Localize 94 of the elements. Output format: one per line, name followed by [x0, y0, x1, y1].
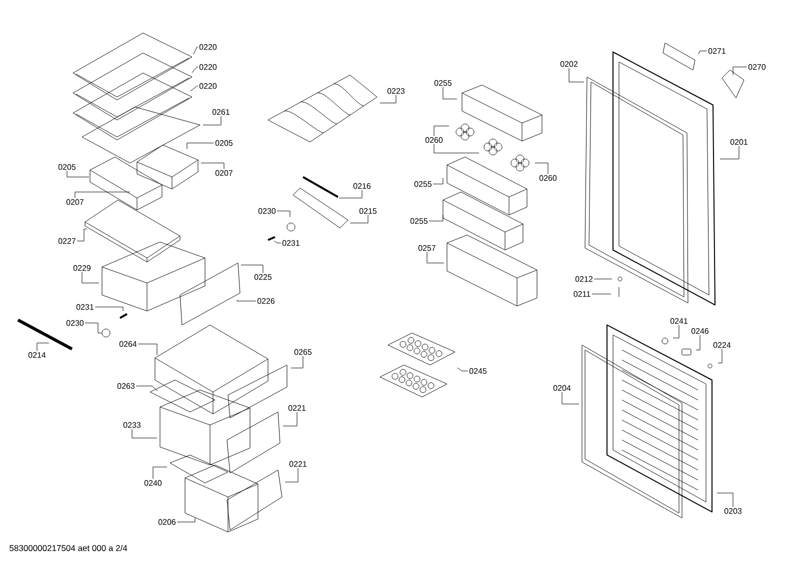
- callout-number: 0230: [66, 320, 84, 326]
- leader-line: [82, 272, 100, 284]
- callout-number: 0216: [353, 183, 371, 189]
- callout-number: 0207: [215, 170, 232, 176]
- callout-number: 0221: [289, 461, 307, 467]
- callout-number: 0224: [713, 342, 731, 348]
- callout-number: 0229: [73, 265, 91, 271]
- callout-number: 0260: [425, 137, 443, 143]
- leader-line: [186, 142, 214, 150]
- callout-number: 0233: [123, 422, 141, 428]
- callout-number: 0226: [257, 298, 275, 304]
- callout-number: 0260: [539, 175, 557, 181]
- leader-line: [457, 368, 468, 372]
- callout-number: 0271: [708, 48, 726, 54]
- leader-line: [76, 228, 88, 242]
- drawing-number: 58300000217504 aet 000 a 2/4: [10, 544, 128, 552]
- leader-line: [192, 66, 198, 73]
- leader-line: [428, 214, 444, 222]
- callout-number: 0241: [670, 318, 688, 324]
- leader-line: [534, 162, 548, 174]
- leader-line: [594, 278, 612, 280]
- callout-number: 0204: [553, 385, 571, 391]
- leader-line: [36, 342, 50, 352]
- callout-number: 0230: [258, 208, 276, 214]
- callout-number: 0212: [575, 276, 592, 282]
- callout-number: 0264: [119, 341, 137, 347]
- callout-number: 0245: [469, 368, 487, 374]
- leader-line: [732, 66, 748, 76]
- leader-line: [568, 68, 584, 82]
- leader-line: [152, 466, 168, 480]
- leader-line: [200, 162, 224, 170]
- leader-line: [282, 412, 298, 426]
- leader-line: [432, 178, 444, 184]
- leader-line: [442, 86, 458, 100]
- leader-line: [274, 240, 282, 244]
- leader-line: [350, 214, 368, 224]
- callout-number: 0211: [574, 291, 590, 297]
- leader-line: [202, 116, 222, 126]
- leader-line: [74, 192, 130, 198]
- leader-line: [562, 392, 580, 404]
- leader-line: [426, 252, 444, 264]
- callout-number: 0240: [144, 480, 162, 486]
- callout-number: 0225: [254, 274, 272, 280]
- leader-line: [720, 146, 740, 160]
- leader-line: [176, 518, 196, 522]
- leader-line: [338, 190, 362, 198]
- callout-number: 0201: [730, 139, 748, 145]
- leader-line: [66, 170, 90, 178]
- leader-line: [284, 468, 298, 482]
- leader-line: [138, 344, 158, 356]
- leader-line: [434, 144, 480, 154]
- leader-line: [718, 348, 722, 364]
- callout-number: 0205: [215, 140, 233, 146]
- callout-number: 0231: [76, 304, 94, 310]
- callout-number: 0220: [199, 44, 217, 50]
- callout-number: 0223: [387, 88, 405, 94]
- callout-number: 0202: [560, 61, 578, 67]
- callout-number: 0206: [158, 519, 176, 525]
- leader-line: [190, 86, 198, 92]
- callout-number: 0265: [294, 349, 312, 355]
- callout-number: 0227: [58, 238, 76, 244]
- leader-line: [132, 428, 158, 438]
- leader-line: [696, 334, 700, 350]
- callout-number: 0203: [724, 508, 742, 514]
- callout-number: 0255: [414, 181, 432, 187]
- leader-line: [672, 324, 680, 338]
- leader-line: [434, 126, 450, 136]
- callout-number: 0231: [282, 240, 300, 246]
- leader-line: [236, 300, 256, 302]
- callout-number: 0207: [66, 199, 84, 205]
- leader-line: [716, 492, 734, 508]
- leader-line: [290, 356, 304, 368]
- callout-number: 0261: [212, 109, 230, 115]
- leader-line: [94, 306, 124, 312]
- callout-number: 0220: [199, 64, 217, 70]
- leader-line: [136, 386, 158, 392]
- callout-number: 0221: [288, 405, 306, 411]
- callout-number: 0255: [410, 218, 428, 224]
- callout-number: 0205: [58, 164, 76, 170]
- callout-number: 0220: [199, 83, 217, 89]
- callout-number: 0215: [359, 208, 377, 214]
- callout-number: 0214: [28, 352, 46, 358]
- leader-line: [193, 46, 198, 55]
- callout-number: 0257: [418, 245, 436, 251]
- leader-line: [84, 322, 102, 334]
- leader-line: [698, 50, 708, 55]
- callout-number: 0255: [434, 80, 452, 86]
- leader-line: [240, 264, 264, 274]
- callout-number: 0263: [117, 383, 135, 389]
- leader-line: [380, 94, 396, 104]
- callout-number: 0270: [748, 64, 766, 70]
- roller-drawing: [102, 328, 110, 338]
- leader-line: [276, 210, 290, 218]
- callout-number: 0246: [691, 328, 709, 334]
